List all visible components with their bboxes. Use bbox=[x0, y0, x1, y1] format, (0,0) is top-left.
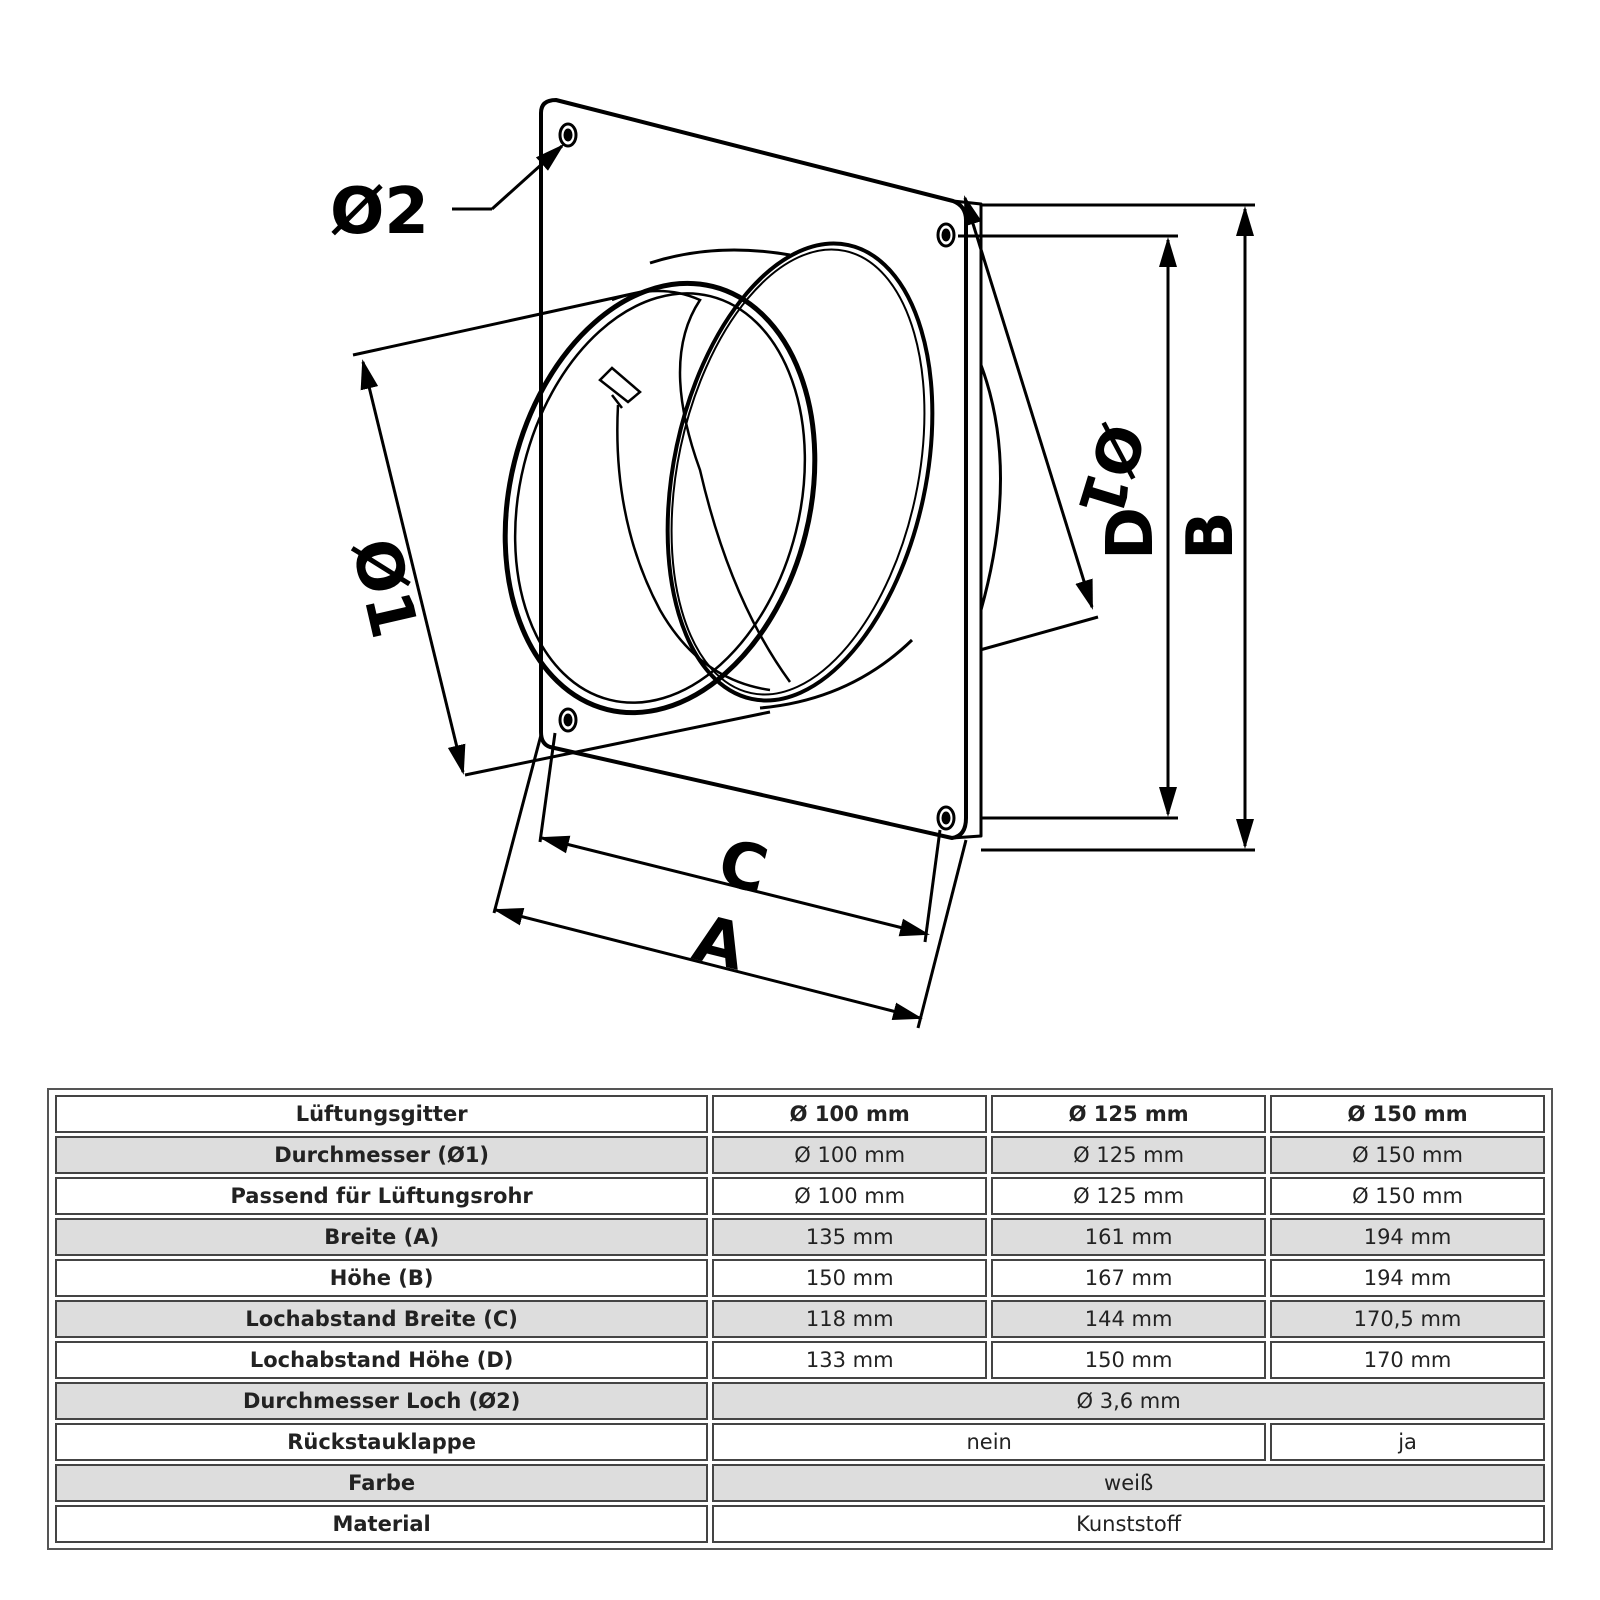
table-cell: 118 mm bbox=[712, 1300, 988, 1338]
table-row: Material Kunststoff bbox=[55, 1505, 1545, 1543]
spec-table: Lüftungsgitter Ø 100 mm Ø 125 mm Ø 150 m… bbox=[51, 1092, 1549, 1546]
table-row: Höhe (B) 150 mm 167 mm 194 mm bbox=[55, 1259, 1545, 1297]
dimension-phi1-right: Ø1 bbox=[963, 195, 1158, 652]
table-row: Lochabstand Höhe (D) 133 mm 150 mm 170 m… bbox=[55, 1341, 1545, 1379]
table-cell: Ø 150 mm bbox=[1270, 1177, 1545, 1215]
table-row: Durchmesser (Ø1) Ø 100 mm Ø 125 mm Ø 150… bbox=[55, 1136, 1545, 1174]
table-cell: Ø 125 mm bbox=[991, 1136, 1267, 1174]
mounting-holes bbox=[558, 122, 956, 831]
table-row: Passend für Lüftungsrohr Ø 100 mm Ø 125 … bbox=[55, 1177, 1545, 1215]
table-cell: 194 mm bbox=[1270, 1218, 1545, 1256]
table-header-cell: Ø 125 mm bbox=[991, 1095, 1267, 1133]
row-label: Durchmesser (Ø1) bbox=[55, 1136, 709, 1174]
dimension-phi2: Ø2 bbox=[330, 143, 565, 249]
table-cell: 150 mm bbox=[712, 1259, 988, 1297]
table-cell: Ø 100 mm bbox=[712, 1177, 988, 1215]
table-cell: 161 mm bbox=[991, 1218, 1267, 1256]
spec-table-frame: Lüftungsgitter Ø 100 mm Ø 125 mm Ø 150 m… bbox=[47, 1088, 1553, 1550]
table-cell: Ø 150 mm bbox=[1270, 1136, 1545, 1174]
table-header-cell: Ø 100 mm bbox=[712, 1095, 988, 1133]
table-cell: ja bbox=[1270, 1423, 1545, 1461]
table-cell: 170,5 mm bbox=[1270, 1300, 1545, 1338]
table-cell: weiß bbox=[712, 1464, 1545, 1502]
row-label: Lochabstand Breite (C) bbox=[55, 1300, 709, 1338]
row-label: Lochabstand Höhe (D) bbox=[55, 1341, 709, 1379]
table-row: Durchmesser Loch (Ø2) Ø 3,6 mm bbox=[55, 1382, 1545, 1420]
table-cell: 135 mm bbox=[712, 1218, 988, 1256]
label-c: C bbox=[711, 826, 774, 909]
mounting-plate bbox=[539, 98, 983, 840]
table-header-cell: Ø 150 mm bbox=[1270, 1095, 1545, 1133]
table-cell: Ø 100 mm bbox=[712, 1136, 988, 1174]
table-cell: 144 mm bbox=[991, 1300, 1267, 1338]
row-label: Rückstauklappe bbox=[55, 1423, 709, 1461]
table-cell: nein bbox=[712, 1423, 1267, 1461]
technical-drawing: Ø2 Ø1 Ø1 C A D B bbox=[330, 98, 1255, 1029]
label-phi2: Ø2 bbox=[330, 175, 429, 249]
dimension-b: B bbox=[981, 203, 1255, 852]
table-row: Rückstauklappe nein ja bbox=[55, 1423, 1545, 1461]
table-cell: 194 mm bbox=[1270, 1259, 1545, 1297]
table-cell: 150 mm bbox=[991, 1341, 1267, 1379]
table-header-row: Lüftungsgitter Ø 100 mm Ø 125 mm Ø 150 m… bbox=[55, 1095, 1545, 1133]
dimension-d: D bbox=[958, 234, 1178, 820]
table-row: Lochabstand Breite (C) 118 mm 144 mm 170… bbox=[55, 1300, 1545, 1338]
table-cell: Ø 3,6 mm bbox=[712, 1382, 1545, 1420]
table-row: Farbe weiß bbox=[55, 1464, 1545, 1502]
label-d: D bbox=[1094, 507, 1168, 560]
label-b: B bbox=[1174, 511, 1248, 560]
row-label: Höhe (B) bbox=[55, 1259, 709, 1297]
table-cell: 170 mm bbox=[1270, 1341, 1545, 1379]
label-phi1-left: Ø1 bbox=[336, 532, 430, 645]
dimension-a: A bbox=[492, 734, 968, 1029]
row-label: Durchmesser Loch (Ø2) bbox=[55, 1382, 709, 1420]
table-cell: Ø 125 mm bbox=[991, 1177, 1267, 1215]
row-label: Breite (A) bbox=[55, 1218, 709, 1256]
table-row: Breite (A) 135 mm 161 mm 194 mm bbox=[55, 1218, 1545, 1256]
table-cell: Kunststoff bbox=[712, 1505, 1545, 1543]
table-cell: 133 mm bbox=[712, 1341, 988, 1379]
row-label: Passend für Lüftungsrohr bbox=[55, 1177, 709, 1215]
pipe-collar bbox=[502, 241, 1002, 716]
table-cell: 167 mm bbox=[991, 1259, 1267, 1297]
row-label: Farbe bbox=[55, 1464, 709, 1502]
table-header-cell: Lüftungsgitter bbox=[55, 1095, 709, 1133]
row-label: Material bbox=[55, 1505, 709, 1543]
